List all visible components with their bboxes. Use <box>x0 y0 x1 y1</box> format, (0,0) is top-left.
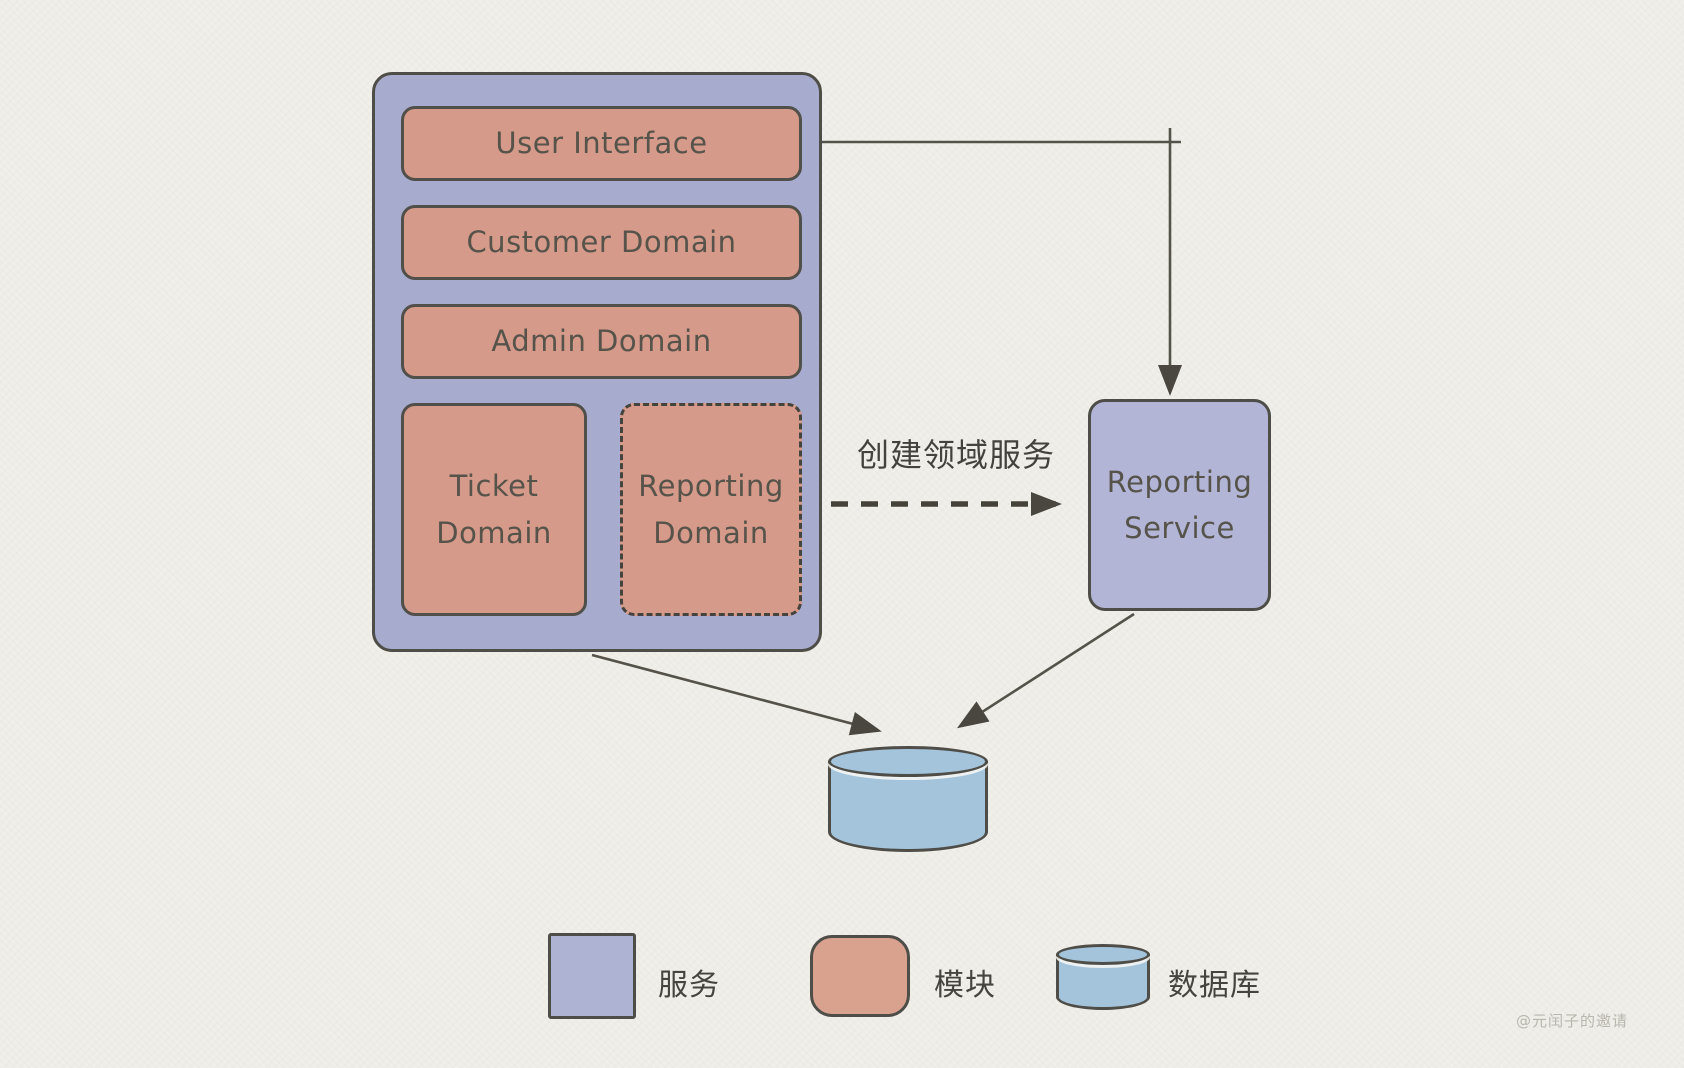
arrow-monolith-to-database <box>591 653 882 736</box>
module-label: User Interface <box>495 126 708 161</box>
module-admin-domain: Admin Domain <box>401 304 802 379</box>
module-reporting-domain: Reporting Domain <box>620 403 802 616</box>
arrow-ui-to-reporting-service <box>800 128 1182 396</box>
legend-module-rounded-square <box>810 935 910 1017</box>
legend-database-cylinder-top <box>1056 944 1150 965</box>
monolith-service-container: User Interface Customer Domain Admin Dom… <box>372 72 822 652</box>
legend-service-square <box>548 933 636 1019</box>
legend-service-label: 服务 <box>658 968 720 1003</box>
reporting-service-box: Reporting Service <box>1088 399 1271 611</box>
module-customer-domain: Customer Domain <box>401 205 802 280</box>
module-row: Ticket Domain Reporting Domain <box>401 403 802 616</box>
database-cylinder-top <box>828 746 988 777</box>
watermark: @元闰子的邀请 <box>1516 1012 1629 1030</box>
module-label: Admin Domain <box>491 324 712 359</box>
service-label: Reporting Service <box>1106 464 1253 545</box>
arrow-service-to-database <box>956 612 1135 729</box>
legend-database-cylinder <box>1056 944 1150 1010</box>
module-label: Ticket Domain <box>436 469 552 550</box>
database-cylinder <box>828 746 988 852</box>
create-domain-service-label: 创建领域服务 <box>857 436 1056 474</box>
module-label: Reporting Domain <box>638 469 784 550</box>
legend-module-label: 模块 <box>934 968 996 1003</box>
legend-database-label: 数据库 <box>1168 968 1261 1003</box>
module-user-interface: User Interface <box>401 106 802 181</box>
module-label: Customer Domain <box>466 225 737 260</box>
module-ticket-domain: Ticket Domain <box>401 403 587 616</box>
